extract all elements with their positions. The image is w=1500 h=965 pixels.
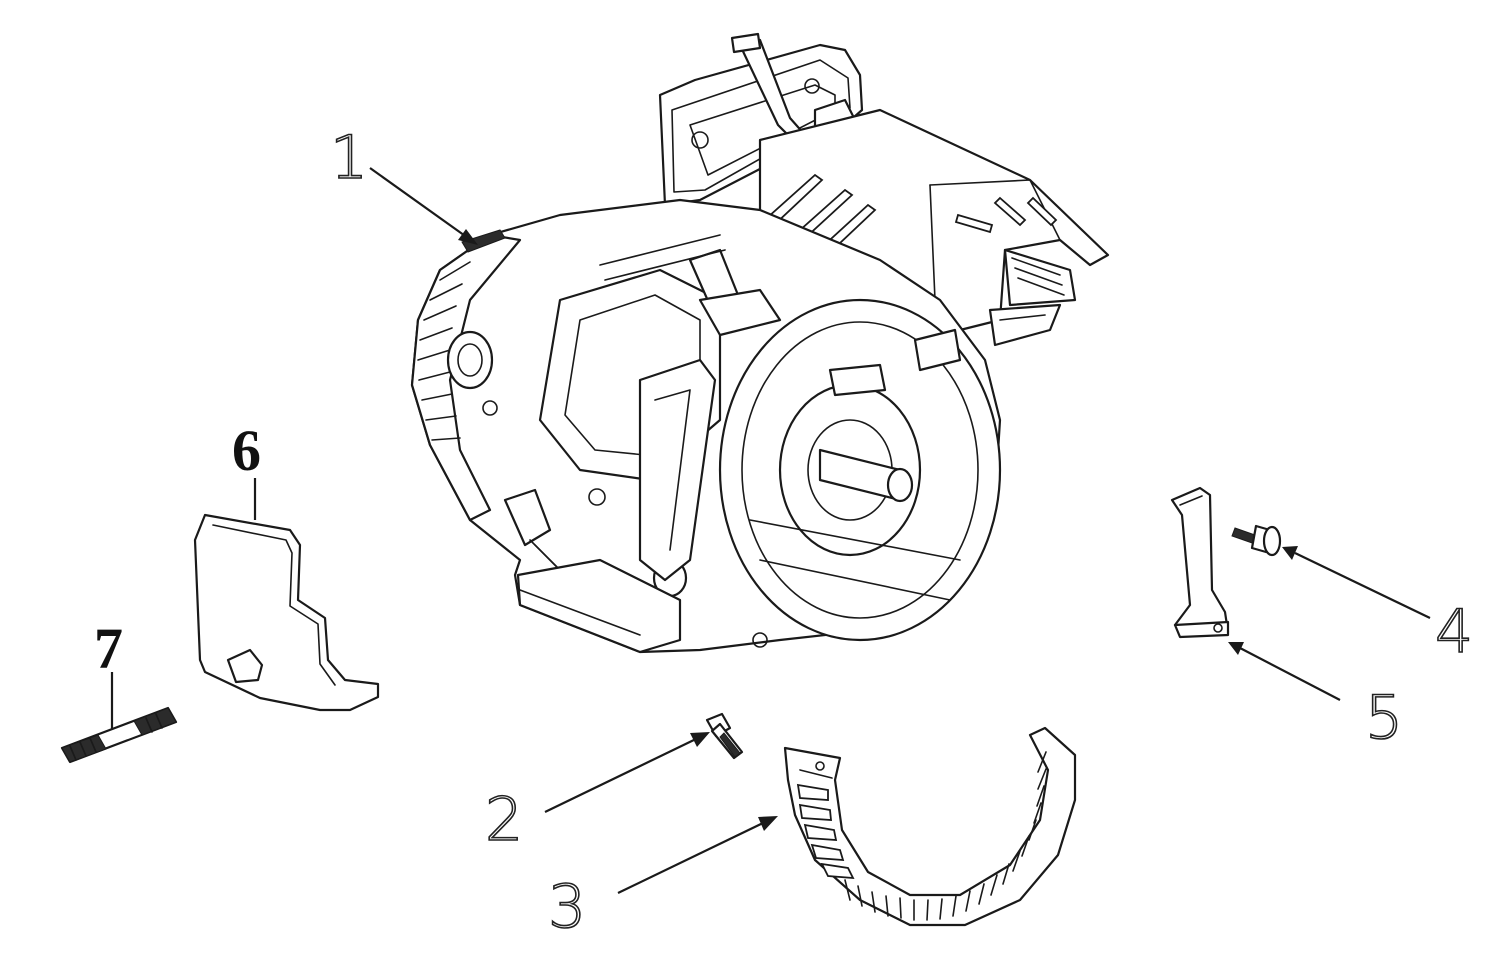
leader-1: [369, 167, 469, 239]
part-2-bolt: [705, 712, 744, 760]
leader-4: [1294, 552, 1431, 619]
callout-7: 7: [94, 616, 123, 681]
leader-lines: [110, 167, 1431, 894]
arrow-3: [758, 816, 778, 831]
arrow-2: [690, 732, 710, 747]
callout-3: 3: [548, 872, 586, 942]
arrow-4: [1282, 546, 1298, 560]
arrow-5: [1228, 642, 1244, 655]
callout-6: 6: [232, 418, 261, 483]
part-6-shield-plate: [193, 513, 380, 712]
part-1-engine-assembly: [410, 32, 1110, 654]
callout-2: 2: [485, 785, 523, 855]
arrow-1: [458, 229, 478, 245]
part-3-strap-band: [783, 726, 1077, 927]
part-5-bracket: [1170, 486, 1230, 639]
leader-2: [544, 737, 699, 813]
leader-3: [617, 821, 766, 894]
callout-5: 5: [1365, 683, 1403, 753]
callout-labels: 1 2 3 4 5 6 7: [94, 122, 1474, 943]
callout-4: 4: [1435, 597, 1473, 667]
part-4-flange-bolt: [1231, 524, 1282, 557]
part-7-stud-bolt: [60, 706, 178, 764]
callout-1: 1: [330, 123, 368, 193]
leader-5: [1239, 647, 1341, 701]
